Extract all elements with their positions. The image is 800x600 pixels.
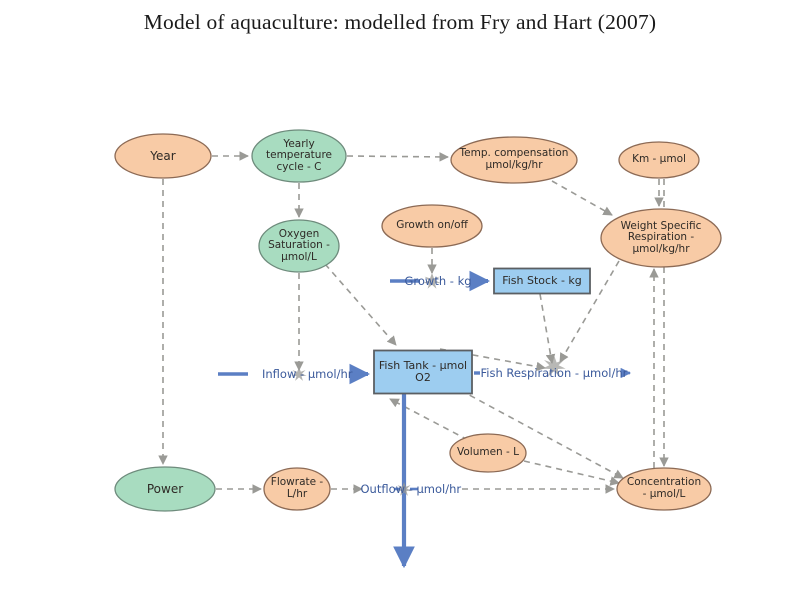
node-shape-concentration[interactable] [616, 467, 712, 511]
node-shape-growth-on-off[interactable] [381, 204, 483, 248]
connector-fish-tank-to-concentration [459, 389, 624, 479]
connector-fish-tank-to-fish-respiration [439, 348, 546, 372]
connector-oxygen-saturation-to-fish-tank [324, 263, 397, 346]
connector-temp-compensation-to-weight-specific-respiration [551, 180, 613, 216]
node-shape-flowrate[interactable] [263, 467, 331, 511]
node-shape-power[interactable] [114, 466, 216, 512]
node-shape-oxygen-saturation[interactable] [258, 219, 340, 273]
valve-outflow [396, 482, 412, 496]
flow-label-inflow[interactable]: Inflow - µmol/hr [262, 367, 353, 381]
node-shape-fish-stock[interactable] [493, 267, 591, 295]
connector-volumen-to-fish-tank [389, 398, 469, 441]
connector-fish-stock-to-fish-respiration [539, 293, 556, 364]
valve-inflow [291, 367, 307, 381]
valve-fish-respiration [542, 355, 566, 377]
node-shape-fish-tank[interactable] [373, 349, 473, 395]
node-shape-layer [114, 129, 722, 512]
node-shape-year[interactable] [114, 133, 212, 179]
node-shape-yearly-temperature-cycle[interactable] [251, 129, 347, 183]
node-shape-km[interactable] [618, 141, 700, 179]
flow-label-growth[interactable]: Growth - kg [404, 274, 472, 288]
connector-weight-specific-respiration-to-fish-respiration [559, 260, 620, 363]
valve-growth [423, 273, 441, 289]
node-shape-volumen[interactable] [449, 433, 527, 473]
flow-label-fish-respiration[interactable]: Fish Respiration - µmol/hr [480, 366, 628, 380]
node-shape-weight-specific-respiration[interactable] [600, 208, 722, 268]
node-shape-temp-compensation[interactable] [450, 136, 578, 184]
page-title: Model of aquaculture: modelled from Fry … [143, 10, 657, 34]
connector-yearly-temperature-cycle-to-temp-compensation [346, 152, 449, 162]
flow-label-outflow[interactable]: Outflow - µmol/hr [360, 482, 462, 496]
connector-layer [158, 151, 669, 494]
valve-layer [291, 273, 566, 496]
flow-layer [218, 270, 632, 569]
connector-volumen-to-concentration [523, 460, 620, 486]
